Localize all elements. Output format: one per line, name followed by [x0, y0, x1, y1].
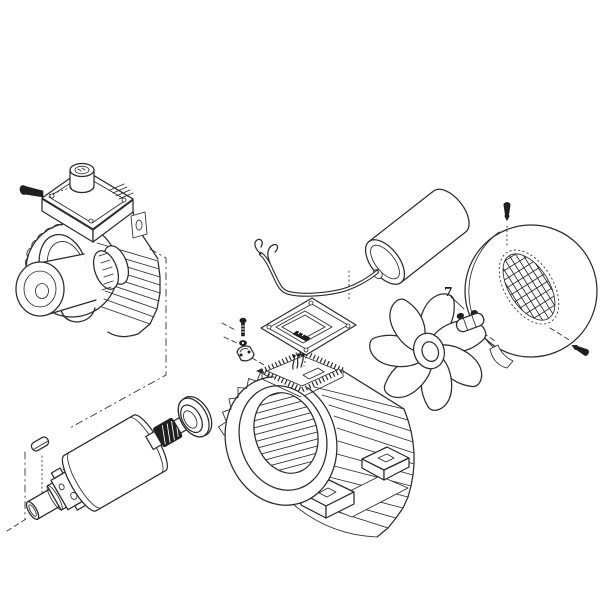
- stator-bore-opening: [253, 392, 319, 474]
- terminal-strip: [302, 367, 325, 380]
- fan-cover-screw-top: [503, 202, 511, 221]
- terminal-gasket-plate: [260, 270, 357, 367]
- fan-cover: [464, 202, 598, 369]
- fan-cover-screw-side: [570, 342, 590, 357]
- callout-7-leader: [450, 296, 465, 310]
- terminal-box: [256, 349, 349, 398]
- fan-retaining-clip: 7: [444, 284, 485, 333]
- washer: [239, 340, 247, 346]
- cable-clamp: [236, 345, 255, 362]
- run-capacitor: [254, 188, 470, 297]
- housing-cover-screw: [19, 185, 73, 198]
- cooling-fan-impeller: [369, 293, 496, 411]
- ball-bearing: [177, 396, 213, 438]
- rotor-body: [61, 414, 168, 512]
- fan-cover-tab: [489, 344, 514, 369]
- rotor-shaft-assembly: [25, 396, 213, 521]
- fan-hub: [412, 332, 446, 370]
- callout-7-label: 7: [444, 284, 453, 299]
- gear-housing-assembly: [15, 162, 161, 338]
- assembly-guide-lines: [6, 248, 167, 532]
- terminal-screw: [239, 317, 247, 337]
- shaft-key: [30, 436, 50, 452]
- mounting-foot-rear: [361, 446, 410, 481]
- drive-pulley: [15, 245, 130, 317]
- terminal-fasteners: [221, 317, 267, 367]
- capacitor-leads: [254, 238, 379, 297]
- terminal-cover-cable-gland: [41, 162, 134, 230]
- stator-motor-body: [218, 349, 415, 538]
- housing-lug: [130, 211, 148, 239]
